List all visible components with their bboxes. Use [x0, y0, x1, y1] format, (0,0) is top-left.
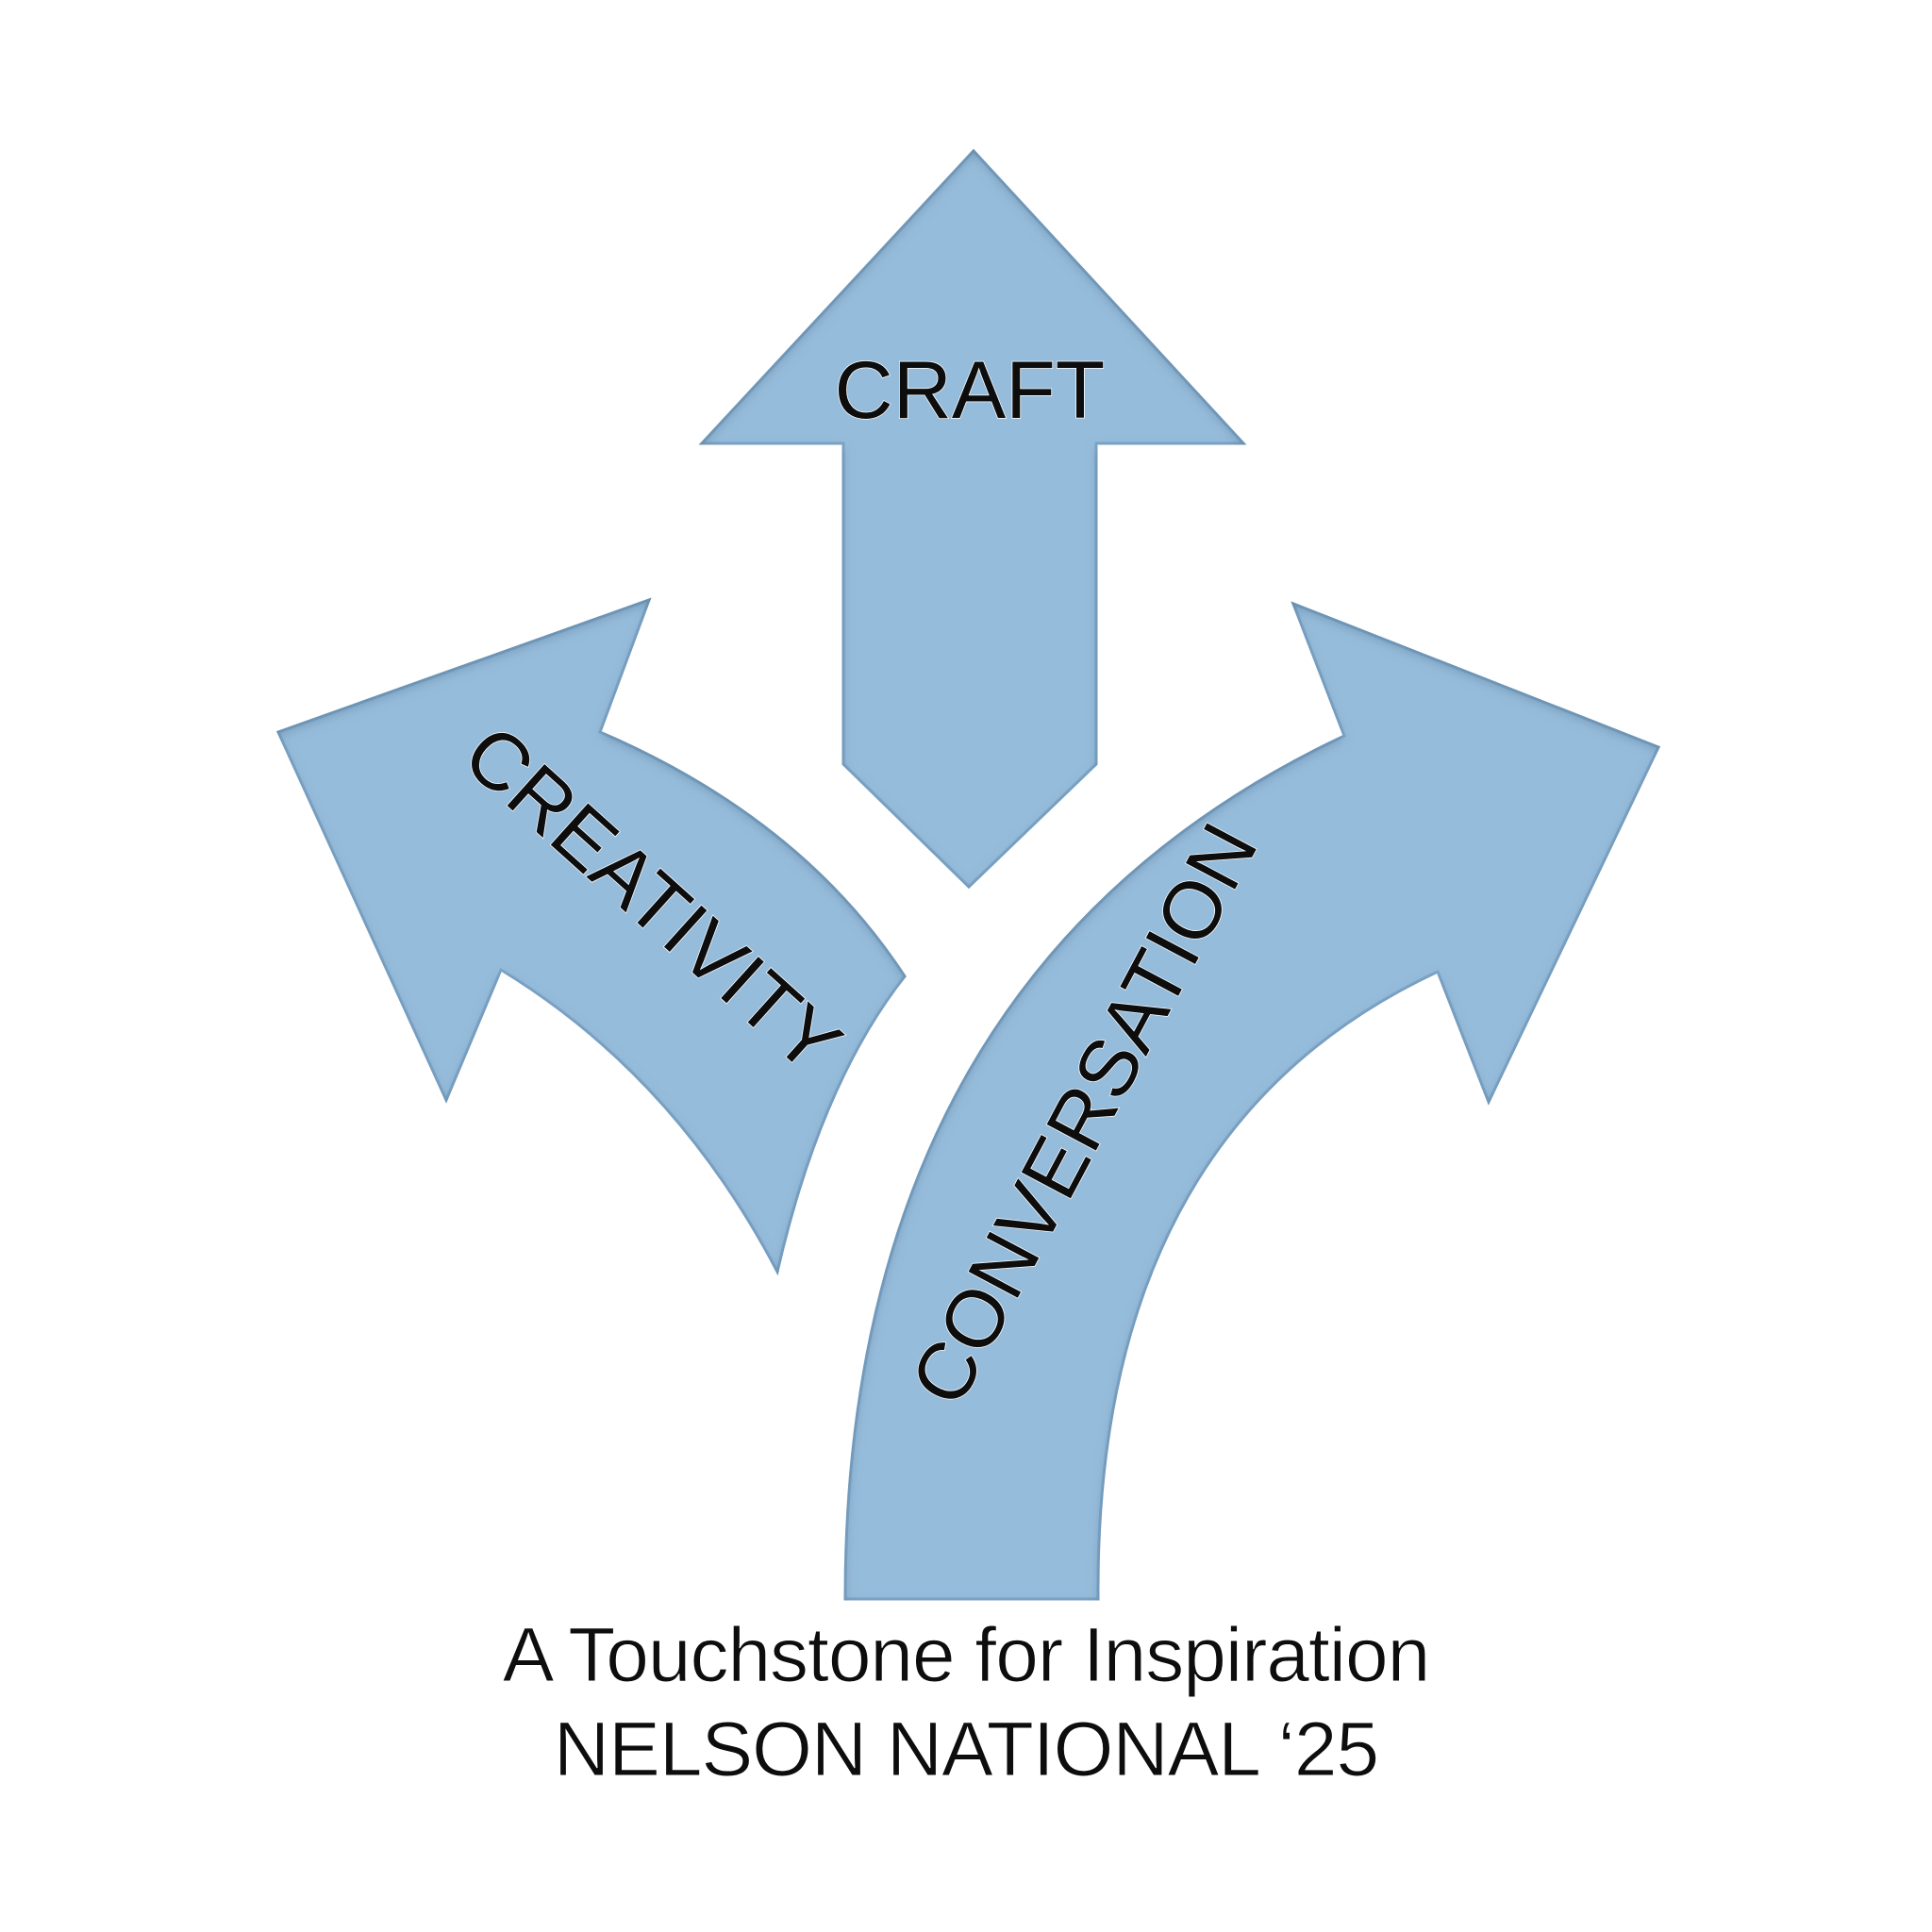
right-curved-arrow-icon: [843, 601, 1661, 1601]
tagline-text: A Touchstone for Inspiration: [502, 1612, 1430, 1699]
up-arrow-icon: [698, 148, 1247, 890]
craft-label: CRAFT: [835, 345, 1106, 436]
left-curved-arrow-icon: [275, 597, 907, 1276]
event-name-text: NELSON NATIONAL ‘25: [553, 1707, 1379, 1793]
